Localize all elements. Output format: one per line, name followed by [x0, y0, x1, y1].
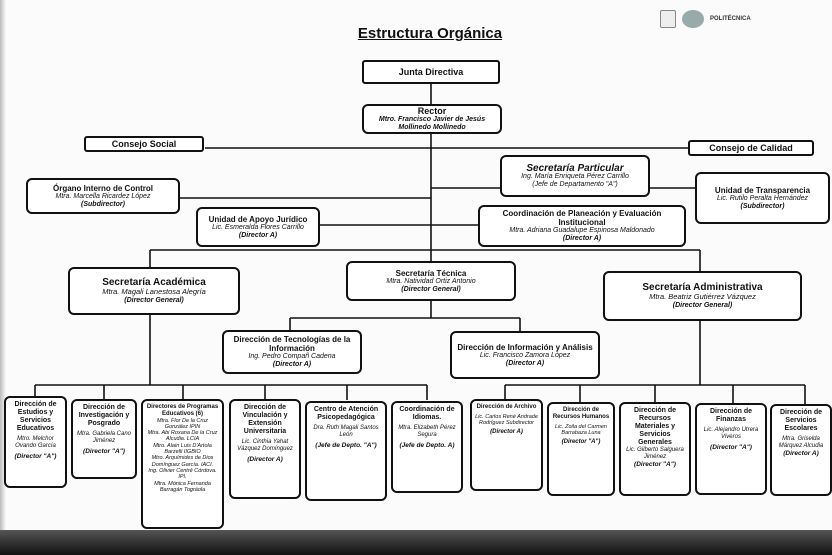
slide-footer-bar	[0, 530, 832, 555]
page-title: Estructura Orgánica	[357, 25, 503, 42]
program-director-5: Ing. Olivier Centré Córdova. IPI.	[148, 467, 217, 481]
node-dir-recursos-humanos: Dirección de Recursos Humanos Lic. Zoila…	[547, 402, 615, 496]
node-coordinacion-idiomas: Coordinación de Idiomas. Mtra. Elizabeth…	[391, 401, 463, 493]
node-dir-informacion-analisis: Dirección de Información y Análisis Lic.…	[450, 331, 600, 379]
state-seal-icon	[660, 10, 676, 28]
node-directores-programas-educativos: Directores de Programas Educativos (6) M…	[141, 399, 224, 529]
program-director-3: Mtro. Alain Luis D'Artola Barzelli IIGBI…	[153, 442, 212, 456]
node-secretaria-administrativa: Secretaría Administrativa Mtra. Beatriz …	[603, 271, 802, 321]
node-junta-directiva: Junta Directiva	[362, 60, 500, 84]
node-organo-interno-control: Órgano Interno de Control Mtra. Marcella…	[26, 178, 180, 214]
node-dir-tecnologias-informacion: Dirección de Tecnologías de la Informaci…	[222, 330, 362, 374]
program-director-2: Mtra. Abi Roxana De la Cruz Alcudia. LCI…	[147, 430, 218, 443]
node-dir-vinculacion-extension: Dirección de Vinculación y Extensión Uni…	[229, 399, 301, 499]
node-dir-servicios-escolares: Dirección de Servicios Escolares Mtra. G…	[770, 404, 832, 496]
slide-edge-shadow	[0, 0, 6, 555]
university-logo-text: POLITÉCNICA	[710, 15, 751, 22]
node-dir-archivo: Dirección de Archivo Lic. Carlos René An…	[470, 399, 543, 491]
program-director-1: Mtra. Flor De la Cruz González IPIN	[156, 417, 209, 430]
program-director-4: Mtro. Arquímides de Dios Domínguez Garcí…	[151, 455, 214, 468]
header-logos: POLITÉCNICA	[660, 8, 785, 30]
node-secretaria-particular: Secretaría Particular Ing. María Enrique…	[500, 155, 650, 197]
node-unidad-apoyo-juridico: Unidad de Apoyo Jurídico Lic. Esmeralda …	[196, 207, 320, 247]
node-dir-estudios-servicios: Dirección de Estudios y Servicios Educat…	[4, 396, 67, 488]
program-director-6: Mtra. Mónica Fernanda Barragán Tográola	[154, 480, 211, 493]
node-consejo-calidad: Consejo de Calidad	[688, 140, 814, 156]
node-rector: Rector Mtro. Francisco Javier de Jesús M…	[362, 104, 502, 134]
node-secretaria-academica: Secretaría Académica Mtra. Magali Lanest…	[68, 267, 240, 315]
node-coordinacion-planeacion: Coordinación de Planeación y Evaluación …	[478, 205, 686, 247]
university-logo-icon	[682, 10, 704, 28]
node-centro-atencion-psicopedagogica: Centro de Atención Psicopedagógica Dra. …	[305, 401, 387, 501]
node-secretaria-tecnica: Secretaría Técnica Mtra. Natividad Ortiz…	[346, 261, 516, 301]
node-dir-recursos-materiales: Dirección de Recursos Materiales y Servi…	[619, 402, 691, 496]
node-dir-investigacion-posgrado: Dirección de Investigación y Posgrado Mt…	[71, 399, 137, 479]
node-unidad-transparencia: Unidad de Transparencia Lic. Rutilo Pera…	[695, 172, 830, 224]
node-consejo-social: Consejo Social	[84, 136, 204, 152]
node-dir-finanzas: Dirección de Finanzas Lic. Alejandro Utr…	[695, 403, 767, 495]
